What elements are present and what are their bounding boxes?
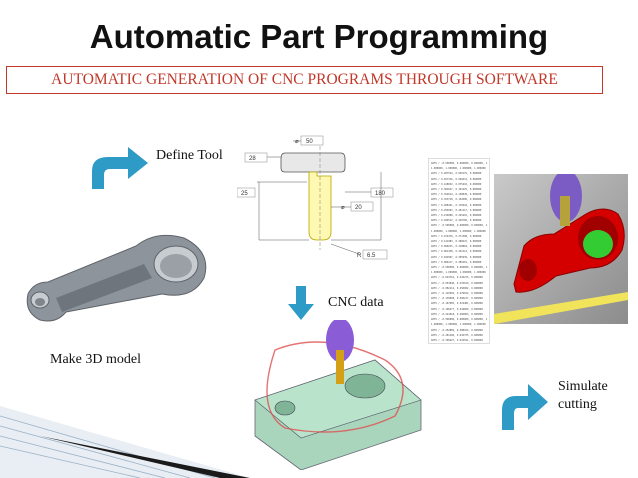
machining-simulation-image [245,320,427,470]
nc-code-line: GOTO / -0.110382, 0.479014, 0.000000 [431,292,483,296]
nc-code-line: GOTO / 0.152476, 0.271308, 0.000000 [431,234,482,238]
nc-code-line: GOTO / 0.381647, 0.101225, 0.000000 [431,188,482,192]
dim-shank-length: 25 [241,191,248,197]
nc-code-line: GOTO / -0.337650, 0.654880, 0.000000 [431,343,487,344]
simulation-image [494,174,628,324]
nc-code-line: GOTO / -0.167905, 0.522481, 0.000000 [431,302,483,306]
nc-code-line: GOTO / -0.309427, 0.632541, 0.000000 [431,338,483,342]
nc-code-line: GOTO / 0.121983, 0.296647, 0.000000 [431,240,482,244]
nc-code-line: 1.000000, 1.000000, 1.000000, 1.000000 [431,271,486,275]
nc-code-line: GOTO / -0.196277, 0.544609, 0.000000 [431,307,483,311]
nc-code-line: GOTO / -0.500000, 0.000000, 0.000000, 1 [431,318,488,322]
nc-code-line: GOTO / 0.004217, 0.389101, 0.000000 [431,260,482,264]
nc-code-line: GOTO / -0.281106, 0.610375, 0.000000 [431,333,483,337]
nc-code-line: GOTO / -0.053840, 0.433619, 0.000000 [431,281,483,285]
nc-code-line: GOTO / -0.082114, 0.456902, 0.000000 [431,286,483,290]
nc-code-line: 1.000000, 1.000000, 1.000000, 1.000000 [431,229,486,233]
nc-code-line: GOTO / -0.224518, 0.566893, 0.000000 [431,312,483,316]
nc-code-line: GOTO / 0.254093, 0.201117, 0.000000 [431,208,482,212]
label-simulate-line1: Simulate [558,379,608,394]
tool-drawing: ⌀ 50 28 25 180 ⌀ 20 R 6.5 [237,132,409,266]
connecting-rod-model [26,234,207,322]
label-simulate-line2: cutting [558,397,597,412]
nc-code-line: GOTO / 0.418932, 0.075410, 0.000000 [431,182,482,186]
label-cnc-data: CNC data [328,295,384,310]
nc-code-line: GOTO / 0.090215, 0.318804, 0.000000 [431,245,482,249]
nc-code-line: GOTO / 0.352014, 0.128849, 0.000000 [431,193,482,197]
nc-code-line: GOTO / 0.061438, 0.342112, 0.000000 [431,250,482,254]
nc-code-line: GOTO / -0.500000, 0.000000, 0.000000, 1 [431,162,488,165]
nc-code-line: GOTO / 0.219008, 0.225491, 0.000000 [431,214,482,218]
dim-top: 50 [306,139,313,145]
curved-arrow-up-right-icon-bottom [502,384,548,430]
slide-subtitle: AUTOMATIC GENERATION OF CNC PROGRAMS THR… [6,66,603,94]
dim-head-height: 28 [249,156,256,162]
nc-code-line: GOTO / -0.024716, 0.410275, 0.000000 [431,276,483,280]
label-define-tool: Define Tool [156,148,223,163]
curved-arrow-up-right-icon [92,147,148,189]
nc-code-line: GOTO / 0.032907, 0.365930, 0.000000 [431,255,482,259]
dim-shank-diameter: 20 [355,205,362,211]
dim-diameter-symbol-shank: ⌀ [341,205,345,211]
nc-code-line: GOTO / 0.184512, 0.249706, 0.000000 [431,219,482,223]
arrow-down-icon [288,286,314,320]
nc-code-line: GOTO / 0.288431, 0.178442, 0.000000 [431,203,482,207]
nc-code-line: GOTO / 0.323718, 0.152006, 0.000000 [431,198,482,202]
nc-code-line: GOTO / 0.487524, 0.020176, 0.000000 [431,172,482,176]
nc-code-line: 1.000000, 1.000000, 1.000000, 1.000000 [431,323,486,327]
dim-diameter-symbol-top: ⌀ [295,139,299,145]
dim-radius-prefix: R [357,253,362,259]
nc-code-line: GOTO / -0.500000, 0.000000, 0.000000, 1 [431,266,488,270]
nc-code-line: GOTO / -0.252869, 0.588104, 0.000000 [431,328,483,332]
nc-code-line: GOTO / -0.139608, 0.500217, 0.000000 [431,297,483,301]
nc-code-line: 1.000000, 1.000000, 1.000000, 1.000000 [431,167,486,171]
dim-radius: 6.5 [367,253,376,259]
label-make-3d-model: Make 3D model [50,352,141,367]
nc-code-line: GOTO / 0.457316, 0.049231, 0.000000 [431,177,482,181]
slide-title: Automatic Part Programming [89,18,549,55]
decorative-stripes [0,406,250,478]
nc-code-line: GOTO / -0.500000, 0.000000, 0.000000, 1 [431,224,488,228]
label-simulate-cutting: Simulate cutting [558,378,608,414]
dim-total-length: 180 [375,191,386,197]
